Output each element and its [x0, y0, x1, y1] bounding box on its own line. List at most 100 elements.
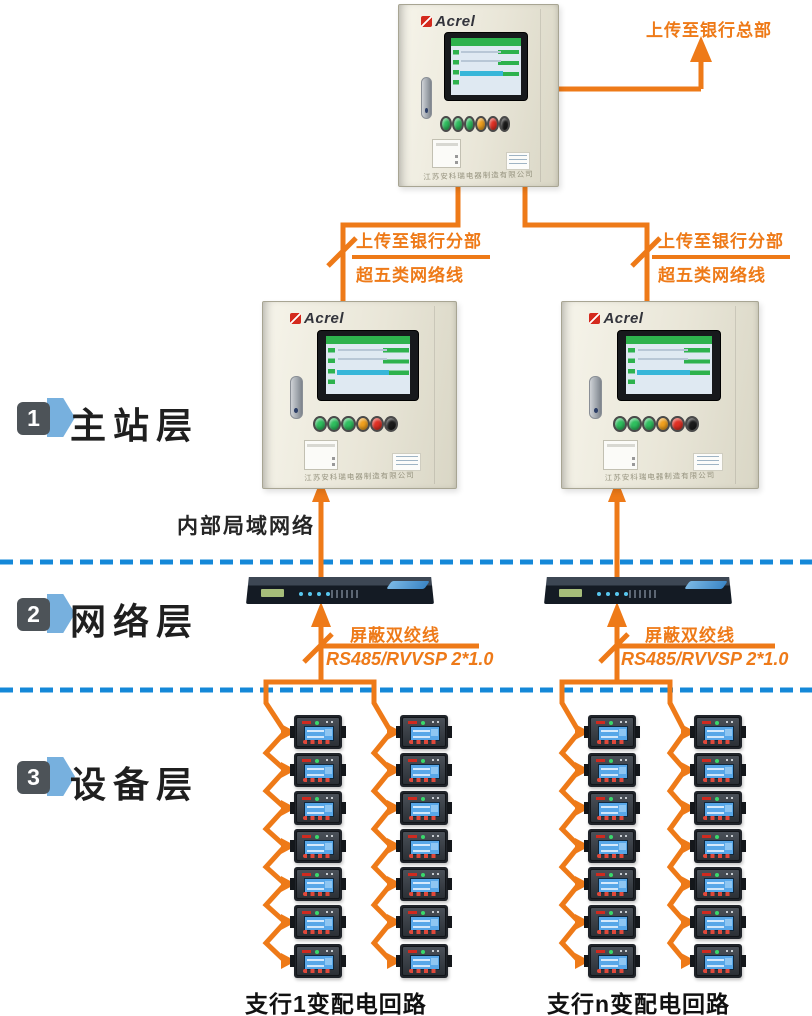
- polygon-decoration: [681, 876, 696, 892]
- meter-face: [590, 793, 634, 823]
- handle-lock: [593, 407, 598, 414]
- meter-run-led: [315, 797, 320, 802]
- meter-buttons: [408, 778, 440, 783]
- screen-status-bar: [637, 369, 691, 376]
- meter-face: [296, 946, 340, 976]
- printer-slot: [603, 439, 639, 470]
- power-meter: [584, 944, 640, 978]
- meter-run-led: [315, 911, 320, 916]
- lamp-4: [475, 116, 487, 133]
- meter-brand-tag: [408, 872, 418, 876]
- lamp-3: [341, 416, 356, 433]
- meter-mount-tab-right: [447, 802, 452, 814]
- power-meter: [584, 791, 640, 825]
- power-meter: [290, 944, 346, 978]
- meter-run-led: [715, 835, 720, 840]
- meter-unit-marks: [431, 872, 442, 876]
- meter-brand-tag: [302, 872, 312, 876]
- meter-buttons: [302, 740, 334, 745]
- meter-brand-tag: [302, 910, 312, 914]
- meter-mount-tab-left: [584, 955, 589, 967]
- meter-mount-tab-left: [290, 840, 295, 852]
- label-circuit-branch-n: 支行n变配电回路: [547, 985, 730, 1016]
- lamp-4: [355, 416, 370, 433]
- meter-brand-tag: [302, 720, 312, 724]
- meter-mount-tab-right: [741, 802, 746, 814]
- meter-brand-tag: [408, 834, 418, 838]
- power-meter: [290, 753, 346, 787]
- meter-lcd-display: [303, 726, 335, 741]
- screen-header-bar: [451, 38, 521, 47]
- meter-buttons: [596, 778, 628, 783]
- polygon-decoration: [607, 602, 627, 627]
- meter-mount-tab-left: [290, 764, 295, 776]
- meter-run-led: [421, 759, 426, 764]
- label-shielded-pair-right: 屏蔽双绞线: [645, 626, 735, 645]
- label-cat5e-left: 超五类网络线: [356, 266, 464, 285]
- server-lcd: [559, 589, 582, 598]
- lamp-6: [498, 116, 511, 133]
- meter-brand-tag: [702, 758, 712, 762]
- meter-run-led: [421, 721, 426, 726]
- meter-unit-marks: [325, 796, 336, 800]
- meter-mount-tab-right: [741, 840, 746, 852]
- meter-mount-tab-left: [584, 802, 589, 814]
- meter-mount-tab-left: [584, 840, 589, 852]
- meter-mount-tab-left: [290, 916, 295, 928]
- meter-face: [590, 907, 634, 937]
- meter-brand-tag: [702, 720, 712, 724]
- lamp-3: [463, 116, 476, 133]
- meter-mount-tab-right: [341, 764, 346, 776]
- meter-face: [402, 907, 446, 937]
- polygon-decoration: [281, 876, 296, 892]
- serial-server-right: [544, 577, 732, 604]
- meter-face: [402, 831, 446, 861]
- polygon-decoration: [575, 724, 590, 740]
- meter-face: [296, 755, 340, 785]
- power-meter: [396, 867, 452, 901]
- meter-unit-marks: [619, 758, 630, 762]
- meter-brand-tag: [408, 758, 418, 762]
- meter-mount-tab-left: [290, 726, 295, 738]
- meter-run-led: [715, 797, 720, 802]
- meter-buttons: [302, 930, 334, 935]
- meter-buttons: [702, 854, 734, 859]
- layer-row-device: 3 设备层: [17, 757, 277, 805]
- meter-run-led: [609, 873, 614, 878]
- screen-content: [451, 38, 521, 95]
- meter-mount-tab-left: [690, 726, 695, 738]
- meter-face: [402, 946, 446, 976]
- meter-unit-marks: [619, 796, 630, 800]
- door-seam: [539, 8, 541, 183]
- meter-mount-tab-left: [396, 878, 401, 890]
- meter-mount-tab-right: [447, 764, 452, 776]
- layer-row-network: 2 网络层: [17, 594, 277, 642]
- meter-run-led: [315, 950, 320, 955]
- lamp-3: [641, 416, 657, 433]
- screen-status-bar: [460, 71, 504, 77]
- meter-buttons: [596, 740, 628, 745]
- polygon-decoration: [312, 479, 330, 502]
- meter-mount-tab-left: [584, 878, 589, 890]
- layer-1-label: 主站层: [70, 405, 200, 446]
- meter-lcd-display: [303, 878, 335, 893]
- server-ports: [330, 589, 361, 598]
- polygon-decoration: [575, 876, 590, 892]
- line-decoration: [326, 236, 358, 268]
- meter-run-led: [609, 950, 614, 955]
- meter-run-led: [315, 873, 320, 878]
- meter-mount-tab-right: [635, 802, 640, 814]
- power-meter: [290, 791, 346, 825]
- meter-buttons: [408, 969, 440, 974]
- serial-server-left: [246, 577, 434, 604]
- lamp-2: [451, 116, 464, 133]
- label-rs485-left: RS485/RVVSP 2*1.0: [326, 649, 494, 669]
- meter-buttons: [702, 816, 734, 821]
- power-meter: [290, 715, 346, 749]
- meter-face: [296, 717, 340, 747]
- screen-status-bar: [337, 369, 390, 376]
- polygon-decoration: [690, 36, 712, 62]
- brand-text: Acrel: [603, 310, 644, 328]
- layer-1-number-badge: 1: [17, 402, 50, 435]
- power-meter: [290, 905, 346, 939]
